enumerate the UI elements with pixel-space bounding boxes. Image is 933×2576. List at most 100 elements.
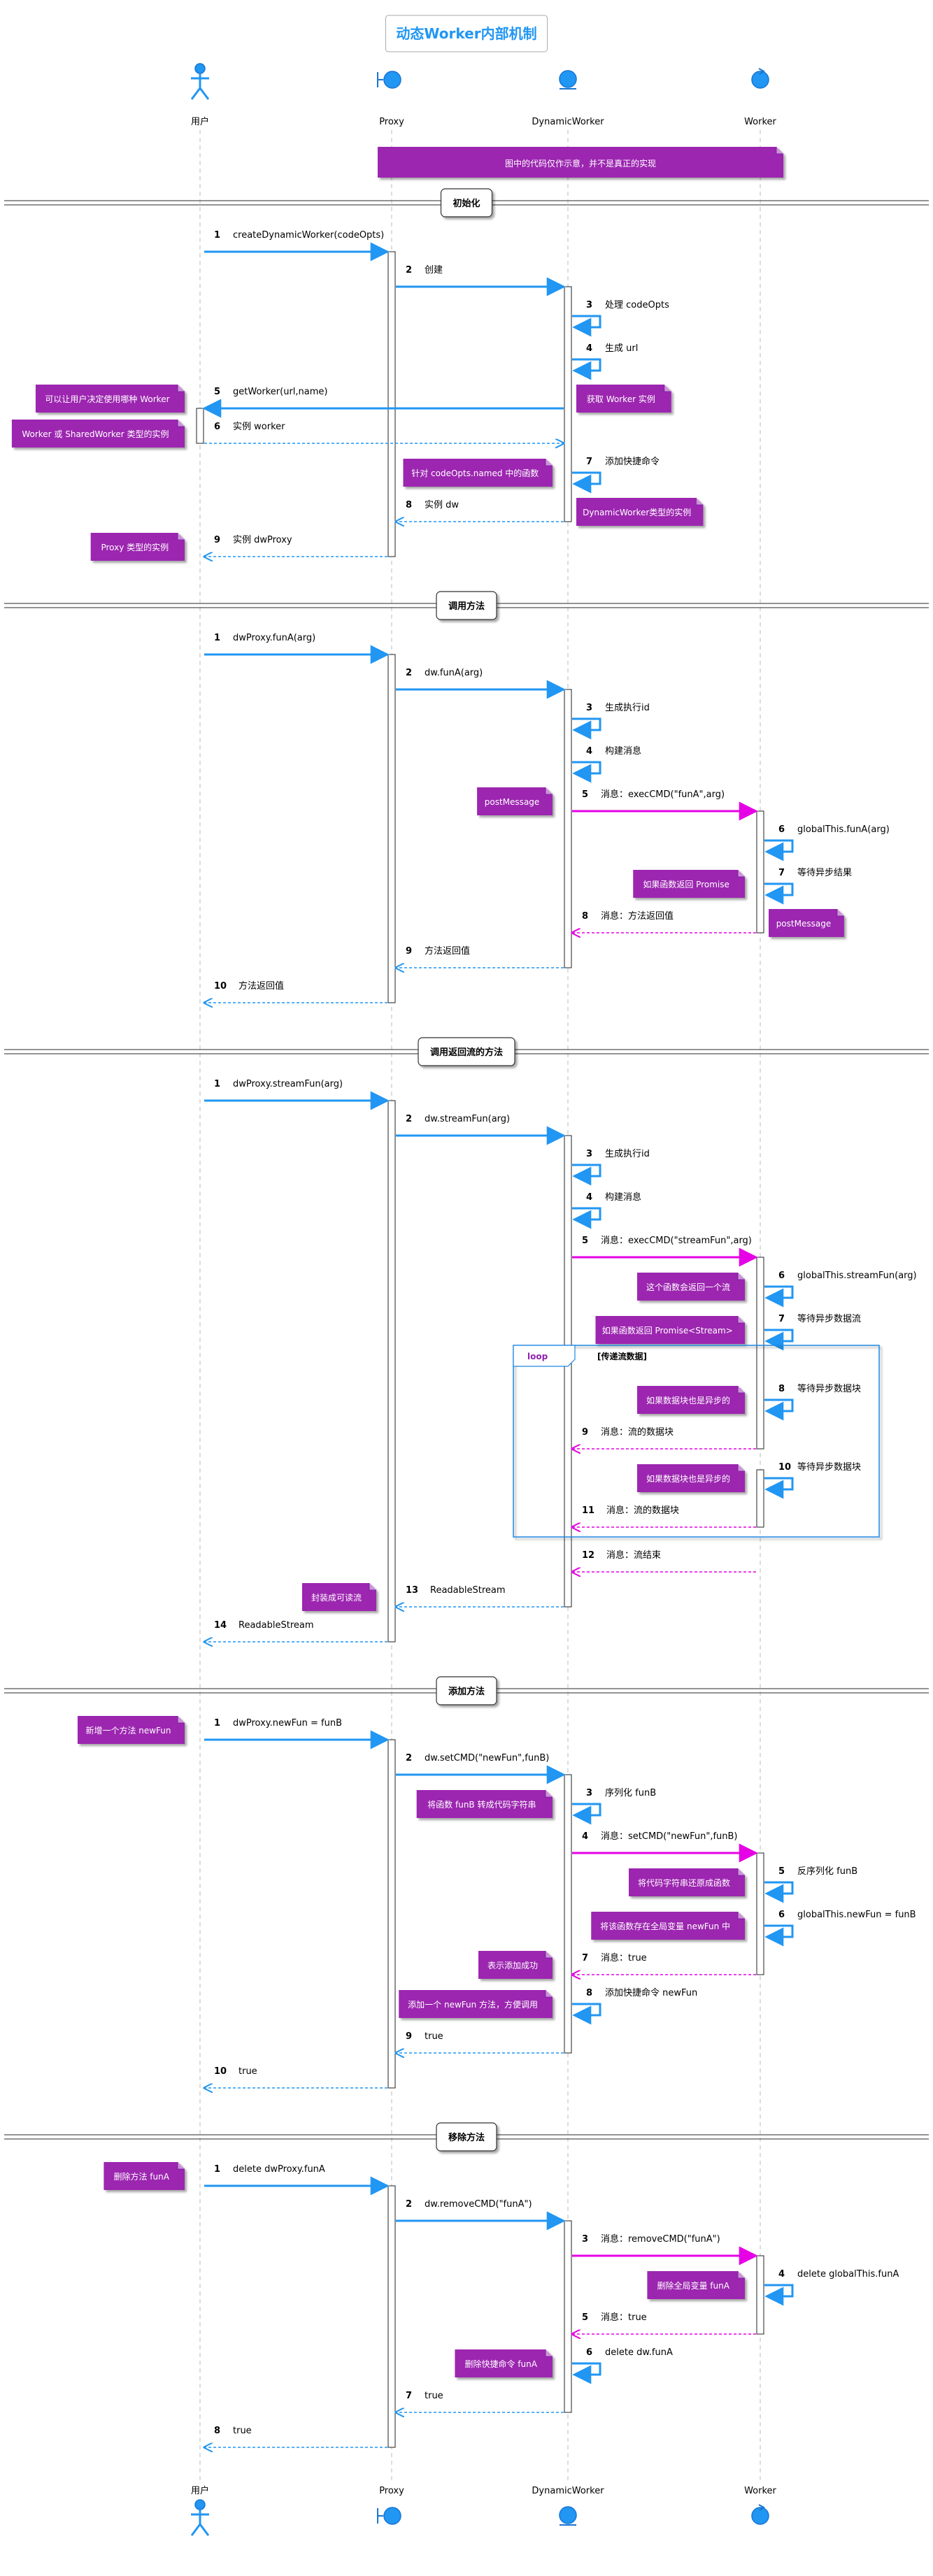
message-number: 8 xyxy=(778,1384,785,1394)
note: 如果函数返回 Promise xyxy=(633,870,745,898)
note-text: 可以让用户决定使用哪种 Worker xyxy=(45,394,169,404)
message-label: 处理 codeOpts xyxy=(605,300,669,310)
section-title-box xyxy=(440,188,493,217)
note-text: DynamicWorker类型的实例 xyxy=(583,507,691,517)
activation-bar-dw xyxy=(564,2220,572,2413)
message: 3 处理 codeOpts xyxy=(572,300,669,337)
participant-dw-header: DynamicWorker xyxy=(532,70,604,127)
participant-proxy-footer: Proxy xyxy=(377,2486,404,2525)
note: 这个函数会返回一个流 xyxy=(637,1273,745,1301)
message-number: 1 xyxy=(214,230,220,241)
message-number: 7 xyxy=(406,2391,412,2401)
message-number: 4 xyxy=(586,343,592,354)
note-corner xyxy=(737,1316,745,1324)
note-text: 如果函数返回 Promise xyxy=(643,879,729,889)
message-number: 3 xyxy=(586,1149,592,1159)
note-box xyxy=(633,870,745,898)
message-label: 消息：removeCMD("funA") xyxy=(601,2233,720,2245)
note-corner xyxy=(737,1273,745,1280)
participant-proxy-header: Proxy xyxy=(377,71,404,127)
note-text: Proxy 类型的实例 xyxy=(101,542,169,552)
note-box xyxy=(11,420,185,448)
message-label: getWorker(url,name) xyxy=(233,387,327,397)
message-number: 5 xyxy=(582,789,588,800)
message-label: true xyxy=(238,2066,257,2077)
note-text: 将代码字符串还原成函数 xyxy=(638,1877,730,1888)
section-title-box xyxy=(436,2122,497,2152)
message-label: delete dwProxy.funA xyxy=(233,2164,325,2175)
note-box xyxy=(477,787,553,815)
self-arrow xyxy=(764,1285,794,1308)
self-arrow xyxy=(572,2003,601,2025)
note-box xyxy=(378,147,783,178)
message-number: 2 xyxy=(406,1753,412,1763)
message-number: 1 xyxy=(214,2164,220,2175)
note: 将代码字符串还原成函数 xyxy=(629,1868,745,1896)
note-corner xyxy=(545,1990,553,1998)
message-number: 2 xyxy=(406,265,412,276)
note-text: 删除方法 funA xyxy=(113,2171,169,2182)
message-number: 3 xyxy=(586,703,592,713)
message-number: 6 xyxy=(778,1271,785,1281)
message-number: 3 xyxy=(586,300,592,310)
note-box xyxy=(104,2162,185,2190)
note: 删除全局变量 funA xyxy=(647,2271,745,2299)
message-label: 反序列化 funB xyxy=(797,1866,857,1877)
message-label: ReadableStream xyxy=(430,1585,506,1596)
message-label: dwProxy.funA(arg) xyxy=(233,633,315,643)
message-label: 序列化 funB xyxy=(605,1788,656,1798)
note: 将该函数存在全局变量 newFun 中 xyxy=(591,1912,745,1940)
actor-icon xyxy=(194,2499,206,2510)
activation-bar-worker xyxy=(756,1852,764,1975)
message-number: 4 xyxy=(778,2269,785,2280)
note-text: 表示添加成功 xyxy=(487,1961,538,1970)
activation-bar-proxy xyxy=(387,2185,396,2448)
message-number: 9 xyxy=(406,2031,412,2042)
note: postMessage xyxy=(477,787,553,815)
message-number: 4 xyxy=(586,746,592,757)
control-icon-arrow xyxy=(758,68,765,75)
activation-bar-user xyxy=(196,408,204,444)
message-number: 8 xyxy=(214,2426,220,2436)
message-label: 方法返回值 xyxy=(425,945,470,957)
note-box xyxy=(77,1716,185,1744)
note-text: postMessage xyxy=(485,797,540,807)
note-box xyxy=(576,498,704,526)
message-number: 7 xyxy=(778,868,785,878)
message-number: 1 xyxy=(214,1079,220,1089)
message-number: 7 xyxy=(586,457,592,467)
message-label: 实例 dwProxy xyxy=(233,535,292,545)
message-number: 7 xyxy=(582,1953,588,1963)
message-label: 消息：流的数据块 xyxy=(601,1426,674,1438)
message-number: 1 xyxy=(214,633,220,643)
message-number: 2 xyxy=(406,2199,412,2210)
participant-name: 用户 xyxy=(191,2485,209,2496)
message-label: 添加快捷命令 newFun xyxy=(605,1987,697,1998)
section-divider: 调用方法 xyxy=(4,591,929,620)
message-number: 5 xyxy=(778,1866,785,1877)
participant-name: Proxy xyxy=(379,2486,404,2496)
loop-condition: [传递流数据] xyxy=(597,1351,647,1361)
message-label: 等待异步数据块 xyxy=(797,1383,861,1394)
note-box xyxy=(629,1868,745,1896)
boundary-icon xyxy=(383,71,401,89)
message-number: 13 xyxy=(406,1585,418,1596)
self-arrow xyxy=(572,2362,601,2384)
note-corner xyxy=(836,909,844,917)
section-divider: 初始化 xyxy=(4,188,929,217)
control-icon xyxy=(751,71,769,89)
